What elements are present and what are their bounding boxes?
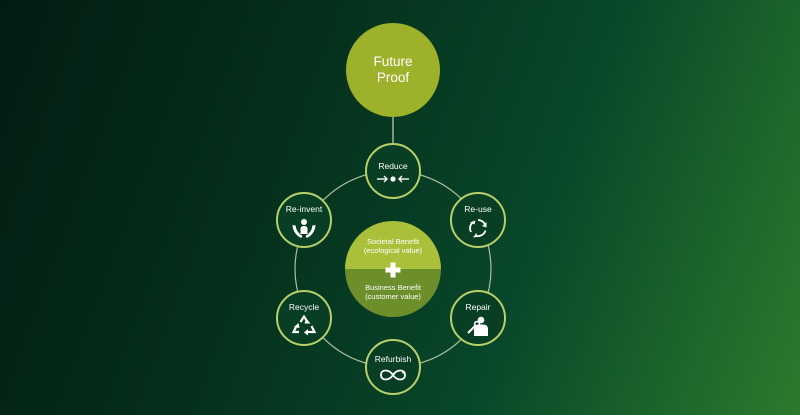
reduce-arrows-icon <box>377 175 409 182</box>
center-benefit-circle: Societal Benefit (ecological value) Busi… <box>345 221 441 317</box>
node-re-use: Re-use <box>450 192 506 248</box>
node-refurbish: Refurbish <box>365 339 421 395</box>
societal-benefit-half <box>345 221 441 269</box>
node-recycle: Recycle <box>276 290 332 346</box>
plus-icon <box>385 262 401 278</box>
node-re-invent: Re-invent <box>276 192 332 248</box>
future-proof-circle: Future Proof <box>346 23 440 117</box>
node-refurbish-label: Refurbish <box>374 353 412 364</box>
infinity-icon <box>380 369 406 380</box>
recycle-icon <box>291 314 317 335</box>
future-proof-line1: Future <box>373 54 413 69</box>
cycle-arrows-icon <box>469 218 487 237</box>
node-reduce-label: Reduce <box>378 160 408 171</box>
node-repair: Repair <box>450 290 506 346</box>
business-benefit-line1: Business Benefit <box>365 283 421 292</box>
node-repair-label: Repair <box>465 301 491 312</box>
repair-person-icon <box>467 316 488 336</box>
business-benefit-line2: (customer value) <box>365 292 421 301</box>
node-re-use-label: Re-use <box>464 203 492 214</box>
node-re-invent-label: Re-invent <box>285 203 323 214</box>
societal-benefit-line1: Societal Benefit <box>366 237 420 246</box>
hands-person-icon <box>292 218 316 237</box>
future-proof-line2: Proof <box>376 70 410 85</box>
societal-benefit-line2: (ecological value) <box>363 246 423 255</box>
node-recycle-label: Recycle <box>288 301 320 312</box>
node-reduce: Reduce <box>365 143 421 199</box>
